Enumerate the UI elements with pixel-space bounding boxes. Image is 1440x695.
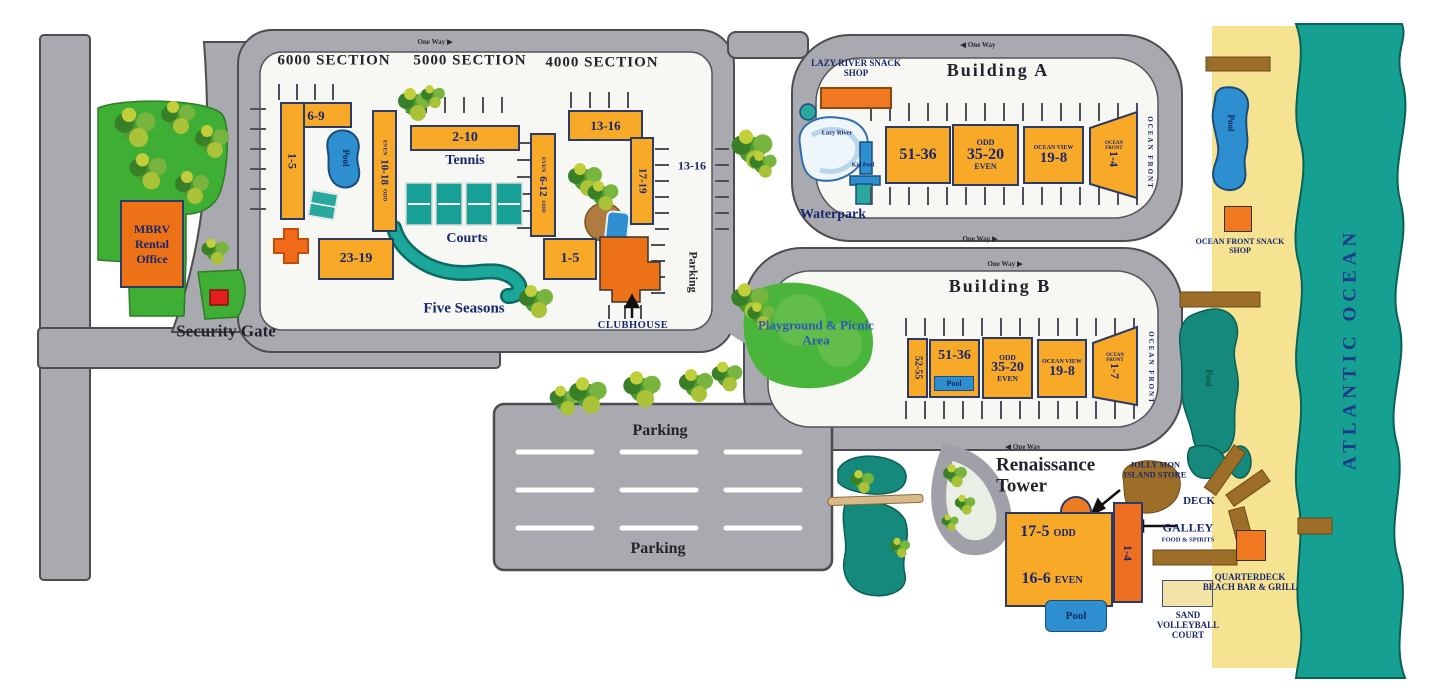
parking-label-east: Parking	[686, 251, 701, 293]
sand-volleyball-label: SAND VOLLEYBALL COURT	[1156, 609, 1220, 641]
ocean-front-vertical-a: OCEAN FRONT	[1145, 116, 1154, 190]
clubhouse-building	[599, 236, 661, 303]
amenity-shapes	[209, 56, 1333, 566]
unit-17-19: 17-19	[630, 137, 654, 225]
parking-label-top: Parking	[632, 422, 688, 440]
unit-23-19: 23-19	[318, 238, 394, 280]
building-a-unit-51-36: 51-36	[885, 126, 951, 184]
building-b-title: Building B	[948, 275, 1052, 296]
building-b-unit-1-7-shape	[1092, 325, 1138, 407]
tower-odd-range: 17-5 ODD	[1020, 523, 1076, 541]
pool-label-beach: Pool	[1226, 114, 1237, 132]
parking-dashes	[515, 449, 803, 531]
ocean-shape	[1294, 23, 1407, 679]
unit-10-18: EVEN 10-18 ODD	[372, 110, 397, 232]
renaissance-pool: Pool	[1045, 600, 1107, 632]
section-title-6000: 6000 SECTION	[277, 52, 391, 69]
parking-label-bottom: Parking	[630, 540, 686, 558]
site-tick-marks	[250, 84, 1150, 419]
one-way-marker: One Way▶	[417, 38, 453, 46]
sand-volleyball-court	[1162, 580, 1213, 607]
courts-label: Courts	[446, 231, 488, 247]
tower-even-range: 16-6 EVEN	[1021, 570, 1083, 588]
unit-1-5-west: 1-5	[280, 102, 305, 220]
pool-label-pond-b: Pool	[1204, 369, 1215, 387]
clubhouse-label: CLUBHOUSE	[597, 320, 669, 332]
atlantic-ocean-label: ATLANTIC OCEAN	[1339, 227, 1361, 471]
playground-label: Playground & Picnic Area	[757, 317, 875, 347]
section-title-4000: 4000 SECTION	[545, 54, 659, 71]
five-seasons-label: Five Seasons	[423, 300, 505, 317]
building-b-pool-tag: Pool	[934, 376, 974, 391]
building-b-unit-1-7: OCEAN FRONT 1-7	[1105, 353, 1125, 379]
building-a-title: Building A	[946, 59, 1050, 80]
security-gate-label: Security Gate	[176, 321, 276, 341]
tennis-courts	[405, 182, 523, 226]
right-arrow-icon: ▶	[1017, 260, 1023, 268]
unit-2-10: 2-10	[410, 125, 520, 151]
quarterdeck-building	[1236, 530, 1266, 561]
waterpark-art	[798, 103, 881, 205]
unit-6-12: EVEN 6-12 ODD	[530, 133, 556, 237]
unit-13-16: 13-16	[568, 110, 643, 141]
kid-pool-label: Kid Pool	[851, 162, 875, 169]
deck-label: DECK	[1183, 494, 1215, 507]
left-arrow-icon: ◀	[960, 41, 966, 49]
building-b-unit-52-55: 52-55	[907, 338, 928, 398]
unit-13-16-east-label: 13-16	[678, 158, 706, 173]
boardwalks	[1122, 56, 1333, 566]
ocean-front-vertical-b: OCEAN FRONT	[1146, 331, 1155, 405]
lazy-river-snack-shop-label: LAZY RIVER SNACK SHOP	[811, 57, 901, 78]
jolly-mon-label: JOLLY MON ISLAND STORE	[1123, 459, 1187, 479]
building-a-unit-35-20: ODD 35-20 EVEN	[952, 124, 1019, 186]
building-a-unit-19-8: OCEAN VIEW 19-8	[1023, 126, 1084, 184]
section-title-5000: 5000 SECTION	[413, 52, 527, 69]
lazy-river-snack-shop-building	[820, 87, 892, 109]
one-way-marker: One Way▶	[962, 235, 998, 243]
one-way-marker: ◀One Way	[960, 41, 996, 49]
lazy-river-label: Lazy River	[821, 129, 853, 137]
pool-label-main: Pool	[341, 149, 352, 167]
tower-wing-1-4: 1-4	[1113, 502, 1143, 603]
cross-building	[273, 228, 309, 264]
ocean-front-snack-label: OCEAN FRONT SNACK SHOP	[1195, 237, 1285, 255]
right-arrow-icon: ▶	[447, 38, 453, 46]
building-a-unit-1-4-shape	[1089, 110, 1138, 200]
building-a-unit-1-4: OCEAN FRONT 1-4	[1104, 141, 1124, 167]
one-way-marker: One Way▶	[987, 260, 1023, 268]
waterpark-label: Waterpark	[799, 207, 867, 223]
left-arrow-icon: ◀	[1005, 443, 1011, 451]
mbrv-rental-office: MBRV Rental Office	[120, 200, 184, 288]
one-way-marker: ◀One Way	[1005, 443, 1041, 451]
ocean-front-snack-building	[1224, 206, 1252, 232]
galley-sub-label: FOOD & SPIRITS	[1161, 536, 1215, 544]
tennis-label: Tennis	[445, 153, 485, 169]
ponds-pools	[326, 86, 1252, 597]
quarterdeck-label: QUARTERDECK BEACH BAR & GRILL	[1202, 571, 1298, 592]
building-b-unit-35-20: ODD 35-20 EVEN	[982, 337, 1033, 399]
security-building	[209, 289, 229, 306]
unit-1-5-east: 1-5	[543, 238, 597, 280]
galley-label: GALLEY	[1162, 520, 1214, 535]
right-arrow-icon: ▶	[992, 235, 998, 243]
building-b-unit-19-8: OCEAN VIEW 19-8	[1037, 339, 1087, 398]
renaissance-tower-title: Renaissance Tower	[996, 454, 1096, 497]
